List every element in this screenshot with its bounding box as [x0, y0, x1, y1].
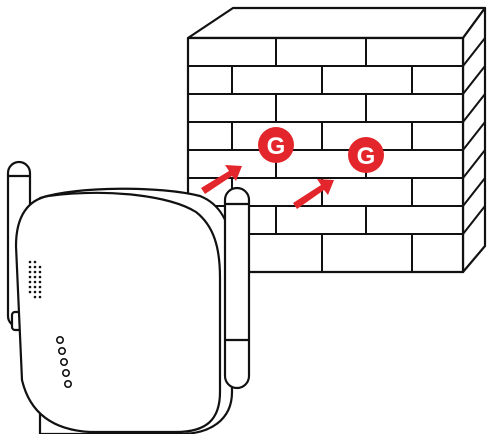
wall-top-face [186, 6, 487, 40]
wall-side-face [461, 6, 487, 274]
signal-arrow-icon [293, 179, 334, 209]
speaker-grille [28, 260, 42, 299]
brick-side-courses [462, 37, 486, 235]
badge-letter: G [267, 133, 286, 160]
signal-arrow-icon [201, 165, 242, 194]
wifi-extender-device [6, 160, 251, 434]
status-leds [55, 335, 73, 388]
g-badge-icon: G [348, 137, 384, 178]
g-badge-icon: G [258, 127, 294, 168]
badge-letter: G [357, 143, 376, 170]
right-antenna [223, 186, 251, 390]
device-front [14, 191, 222, 434]
